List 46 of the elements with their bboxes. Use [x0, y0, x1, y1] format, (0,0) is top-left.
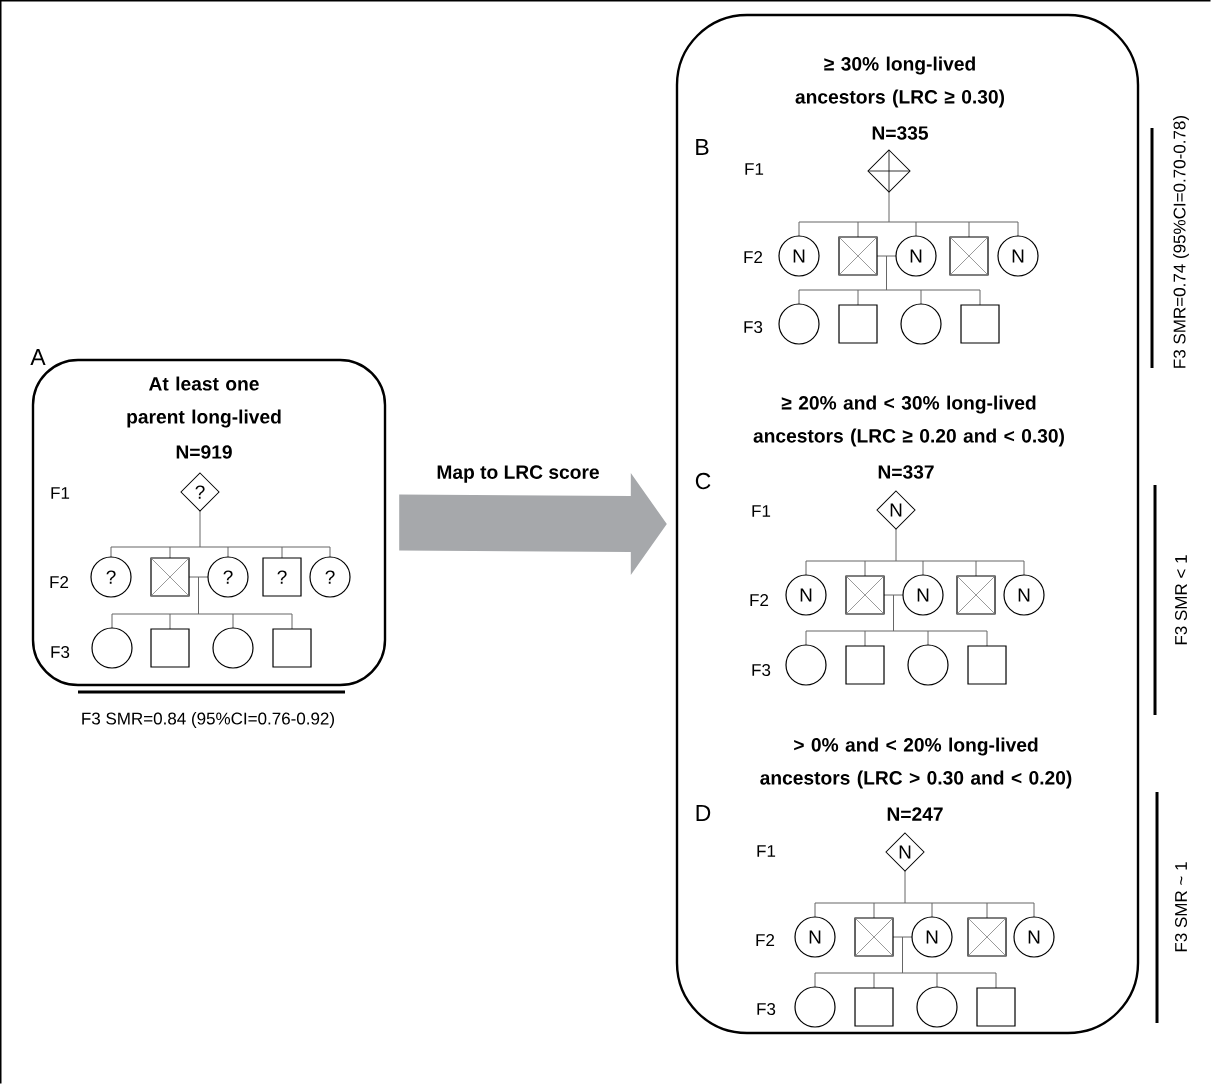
count-label: N=335 — [872, 126, 928, 140]
block-arrow — [399, 473, 667, 575]
symbol-label: N — [910, 249, 922, 263]
generation-label: F2 — [750, 594, 769, 606]
count-label: N=919 — [176, 445, 232, 459]
panel-letter: C — [695, 472, 711, 490]
symbol-label: N — [809, 930, 821, 944]
count-label: N=337 — [878, 465, 934, 479]
symbol-label: ? — [195, 485, 205, 499]
heading: > 0% and < 20% long-lived ancestors (LRC > 0.30 and < 0.20) — [760, 737, 1072, 789]
symbol-label: ? — [106, 570, 116, 584]
symbol-label: ? — [223, 570, 233, 584]
panel-letter: B — [696, 139, 709, 155]
generation-label: F2 — [756, 934, 775, 946]
panel-letter: A — [30, 349, 46, 365]
symbol-label: N — [1012, 249, 1024, 263]
generation-label: F3 — [752, 664, 771, 676]
generation-label: F1 — [757, 845, 776, 857]
smr-note: F3 SMR < 1 — [1175, 555, 1187, 645]
heading: At least one parent long-lived — [127, 376, 281, 428]
count-label: N=247 — [887, 807, 943, 821]
symbol-label: N — [899, 845, 911, 859]
symbol-label: N — [793, 249, 805, 263]
smr-note: F3 SMR ~ 1 — [1175, 862, 1187, 952]
generation-label: F1 — [745, 163, 764, 175]
generation-label: F3 — [744, 321, 763, 333]
heading: ≥ 30% long-lived ancestors (LRC ≥ 0.30) — [795, 56, 1005, 108]
symbol-label: N — [1028, 930, 1040, 944]
generation-label: F3 — [51, 646, 70, 658]
symbol-label: N — [917, 588, 929, 602]
symbol-label: N — [926, 930, 938, 944]
heading: ≥ 20% and < 30% long-lived ancestors (LRC ≥ 0.20 and < 0.30) — [753, 395, 1064, 447]
symbol-label: N — [1018, 588, 1030, 602]
panel-letter: D — [696, 805, 711, 821]
symbol-label: N — [890, 503, 902, 517]
generation-label: F3 — [757, 1003, 776, 1015]
smr-note: F3 SMR=0.74 (95%CI=0.70-0.78) — [1173, 116, 1189, 368]
smr-note: F3 SMR=0.84 (95%CI=0.76-0.92) — [82, 712, 334, 728]
generation-label: F1 — [51, 487, 70, 499]
edge-label: Map to LRC score — [437, 465, 599, 483]
generation-label: F2 — [50, 576, 69, 588]
generation-label: F2 — [744, 251, 763, 263]
symbol-label: N — [800, 588, 812, 602]
generation-label: F1 — [752, 505, 771, 517]
symbol-label: ? — [325, 570, 335, 584]
symbol-label: ? — [277, 570, 287, 584]
